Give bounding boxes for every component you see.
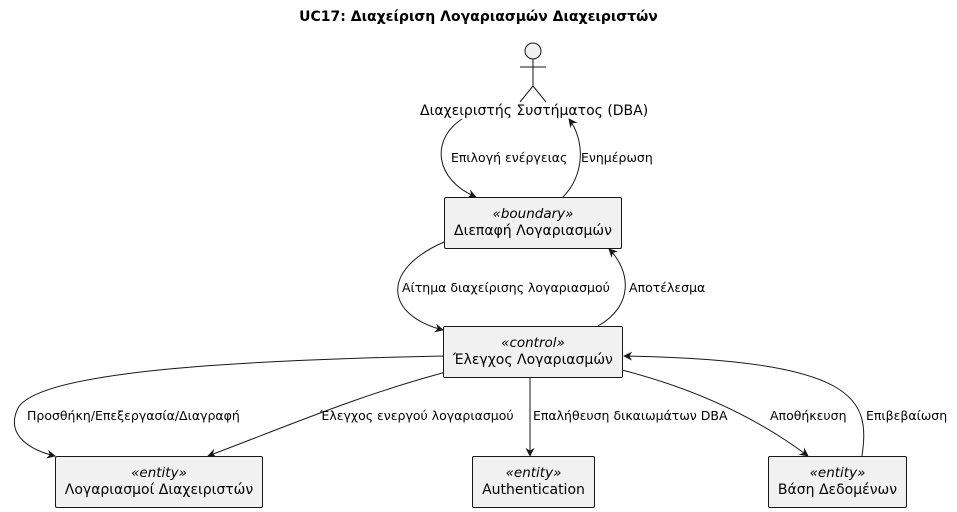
entity-db-node: «entity» Βάση Δεδομένων (768, 456, 907, 508)
entity-auth-node: «entity» Authentication (472, 456, 595, 508)
control-stereotype: «control» (501, 335, 565, 351)
edge-label-store: Αποθήκευση (770, 408, 847, 423)
edge-label-select-action: Επιλογή ενέργειας (451, 150, 568, 165)
edge-label-check-active: Έλεγχος ενεργού λογαριασμού (320, 408, 514, 423)
edge-manage-request (397, 241, 445, 333)
entity-auth-name: Authentication (482, 482, 585, 498)
boundary-name: Διεπαφή Λογαριασμών (454, 223, 612, 239)
entity-accounts-name: Λογαριασμοί Διαχειριστών (64, 482, 254, 498)
edge-label-verify-rights: Επαλήθευση δικαιωμάτων DBA (533, 408, 728, 423)
boundary-node: «boundary» Διεπαφή Λογαριασμών (444, 197, 622, 249)
diagram-title: UC17: Διαχείριση Λογαριασμών Διαχειριστώ… (299, 9, 658, 25)
edge-result (597, 248, 626, 327)
edge-label-manage-request: Αίτημα διαχείρισης λογαριασμού (402, 280, 610, 295)
actor-label: Διαχειριστής Συστήματος (DBA) (420, 103, 649, 119)
edge-label-add-edit-delete: Προσθήκη/Επεξεργασία/Διαγραφή (27, 408, 240, 423)
control-node: «control» Έλεγχος Λογαριασμών (443, 326, 623, 378)
entity-db-name: Βάση Δεδομένων (777, 482, 898, 498)
edge-label-update: Ενημέρωση (581, 150, 653, 165)
boundary-stereotype: «boundary» (492, 206, 574, 222)
edge-add-edit-delete (13, 355, 445, 459)
actor-icon (519, 42, 547, 103)
entity-accounts-node: «entity» Λογαριασμοί Διαχειριστών (55, 456, 263, 508)
entity-auth-stereotype: «entity» (505, 465, 562, 481)
entity-db-stereotype: «entity» (809, 465, 866, 481)
edge-update (562, 118, 581, 198)
edge-store (621, 369, 809, 457)
edge-select-action (440, 118, 477, 199)
edge-label-result: Αποτέλεσμα (629, 280, 706, 295)
edge-label-confirm: Επιβεβαίωση (866, 408, 948, 423)
edge-check-active (207, 371, 447, 458)
control-name: Έλεγχος Λογαριασμών (453, 352, 613, 368)
edge-confirm (623, 351, 865, 457)
entity-accounts-stereotype: «entity» (131, 465, 187, 481)
